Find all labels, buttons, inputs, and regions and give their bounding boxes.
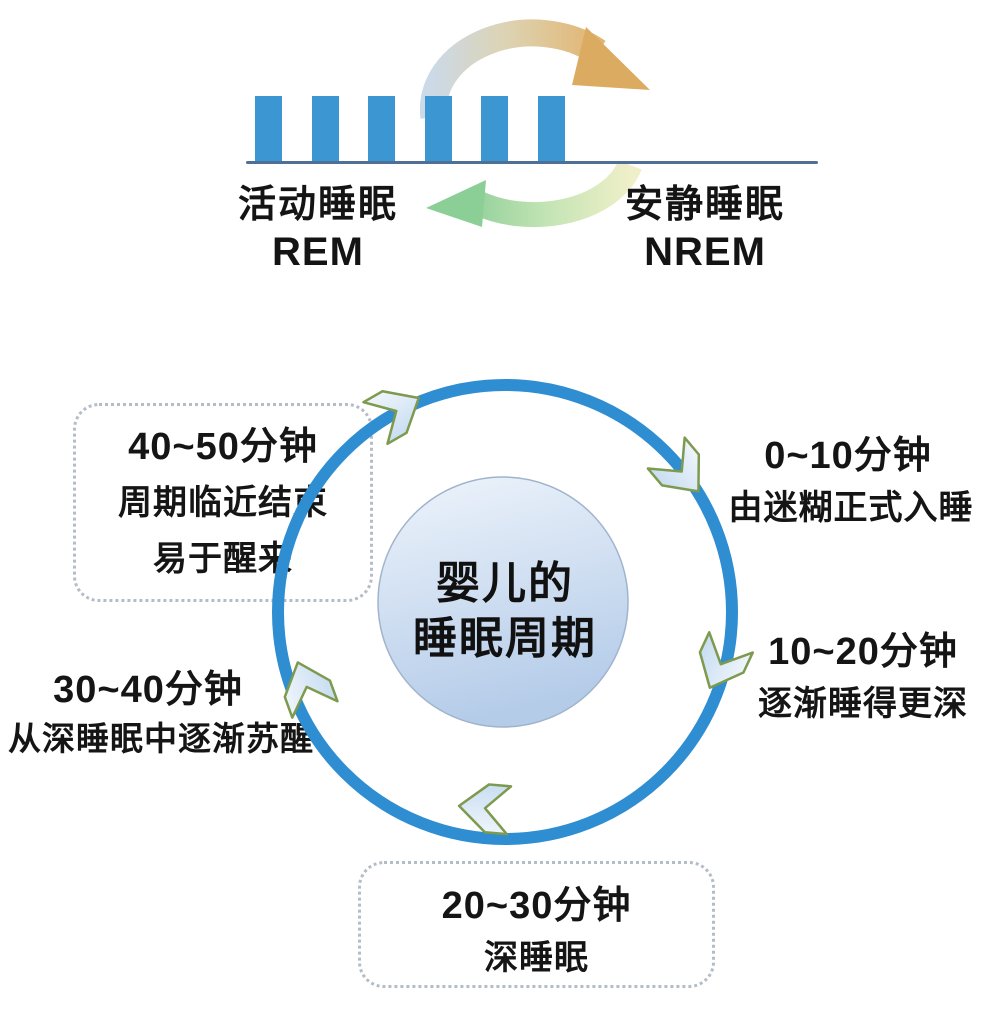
label-active-sleep: 活动睡眠 REM (218, 182, 418, 276)
stage-20-30-time: 20~30分钟 (441, 885, 632, 927)
baseline (246, 161, 818, 164)
stage-40-50-desc2: 易于醒来 (153, 540, 293, 578)
cycle-arrowhead-left-icon (426, 180, 486, 227)
stage-10-20-time: 10~20分钟 (768, 631, 958, 673)
cycle-arc-top (419, 19, 606, 119)
stage-10-20-desc: 逐渐睡得更深 (758, 685, 968, 723)
stage-30-40-desc: 从深睡眠中逐渐苏醒 (8, 720, 314, 757)
stage-40-50-desc: 周期临近结束 (118, 484, 328, 522)
sleep-cycle-ring (272, 375, 754, 845)
activity-bar (255, 96, 282, 162)
stage-20-30-desc: 深睡眠 (484, 939, 589, 977)
ring-arrow-bottom-icon (455, 780, 513, 836)
quiet-sleep-subtitle: NREM (644, 230, 766, 274)
activity-bar (481, 96, 509, 162)
activity-bar (368, 96, 396, 162)
activity-bar (424, 96, 452, 162)
stage-40-50-time: 40~50分钟 (128, 426, 318, 468)
center-title-line1: 婴儿的 (436, 559, 574, 608)
rem-nrem-cycle-icon (419, 19, 650, 228)
stage-0-10-desc: 由迷糊正式入睡 (728, 489, 974, 527)
cycle-arc-bottom (472, 159, 642, 228)
cycle-ring-circle (272, 379, 738, 845)
activity-bar (311, 96, 339, 162)
stage-20-30-box: 20~30分钟 深睡眠 (358, 861, 715, 988)
stage-30-40-time: 30~40分钟 (53, 669, 243, 711)
stage-0-10-time: 0~10分钟 (764, 435, 932, 477)
active-sleep-title: 活动睡眠 (237, 184, 398, 226)
active-sleep-subtitle: REM (272, 230, 364, 274)
stage-40-50-box: 40~50分钟 周期临近结束 易于醒来 (73, 403, 373, 602)
quiet-sleep-title: 安静睡眠 (624, 184, 785, 226)
activity-bars (255, 96, 565, 162)
activity-bar (537, 96, 565, 162)
label-quiet-sleep: 安静睡眠 NREM (605, 182, 805, 276)
center-title: 婴儿的 睡眠周期 (380, 556, 630, 666)
center-disc (377, 476, 629, 728)
cycle-arrowhead-right-icon (572, 27, 650, 90)
center-title-line2: 睡眠周期 (413, 614, 597, 663)
